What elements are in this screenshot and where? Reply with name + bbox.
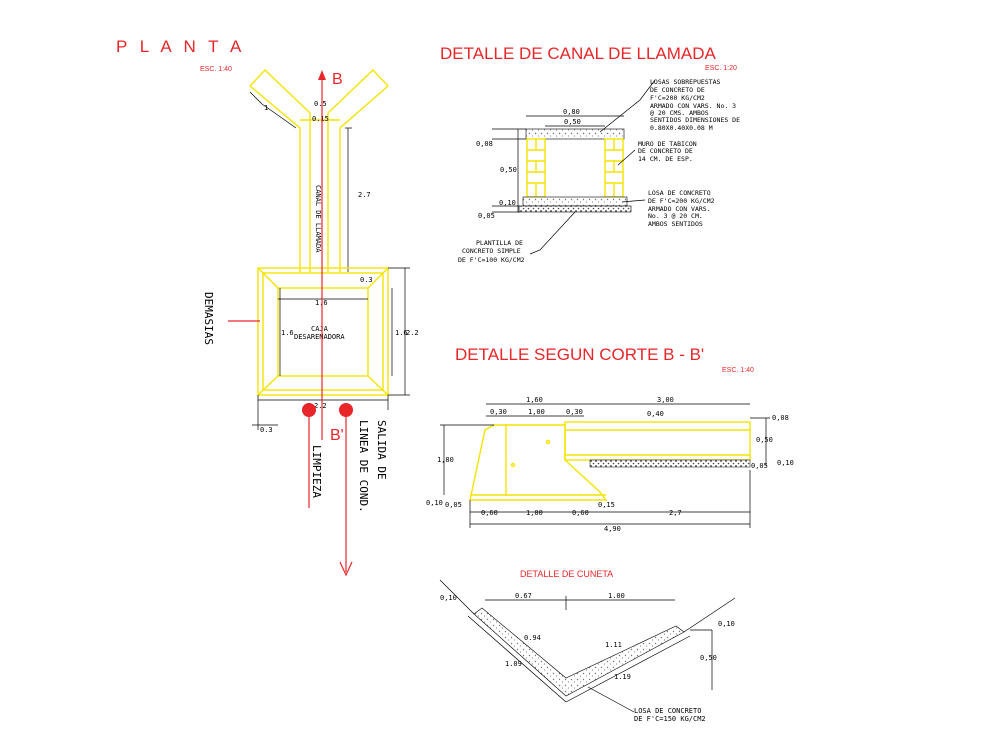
canal-dim-050-side: 0,50	[500, 166, 517, 174]
corte-dim-180: 1,80	[437, 456, 454, 464]
svg-text:MURO DE TABICON: MURO DE TABICON	[638, 140, 697, 148]
svg-text:PLANTILLA DE: PLANTILLA DE	[476, 239, 523, 247]
cuneta-drawing: 0,10 0.67 1.00 0.94 1.11 0,10 0,50 1.09 …	[439, 579, 736, 723]
svg-text:F'C=200 KG/CM2: F'C=200 KG/CM2	[650, 94, 705, 102]
svg-text:DE F'C=100 KG/CM2: DE F'C=100 KG/CM2	[458, 256, 525, 264]
planta-dim-015: 0.15	[312, 115, 329, 123]
note-losas: LOSAS SOBREPUESTAS DE CONCRETO DE F'C=20…	[650, 78, 740, 132]
svg-text:14 CM. DE ESP.: 14 CM. DE ESP.	[638, 155, 693, 163]
corte-dim-008: 0,08	[772, 414, 789, 422]
corte-dim-040: 0,40	[647, 410, 664, 418]
planta-dim-03-bottom: 0.3	[260, 426, 273, 434]
planta-dim-03-top: 0.3	[360, 276, 373, 284]
svg-text:LOSA DE CONCRETO: LOSA DE CONCRETO	[648, 189, 711, 197]
section-b-prime-label: B'	[330, 427, 344, 444]
corte-dim-100-b: 1,00	[526, 509, 543, 517]
canal-dim-080: 0,80	[563, 108, 580, 116]
cuneta-dim-094: 0.94	[524, 634, 541, 642]
cuneta-title: DETALLE DE CUNETA	[520, 569, 613, 579]
planta-dim-16-right: 1.6	[395, 329, 408, 337]
corte-dim-005: 0,05	[751, 462, 768, 470]
corte-dim-015: 0,15	[598, 501, 615, 509]
note-muro: MURO DE TABICON DE CONCRETO DE 14 CM. DE…	[638, 140, 697, 163]
corte-drawing: 1,60 3,00 0,30 1,00 0,30 0,40 0,08 0,50 …	[426, 396, 794, 533]
svg-text:@ 20 CMS. AMBOS: @ 20 CMS. AMBOS	[650, 109, 709, 117]
corte-dim-005-b: 0,05	[445, 501, 462, 509]
corte-title: DETALLE SEGUN CORTE B - B'	[455, 345, 704, 364]
caja-label-2: DESARENADORA	[294, 333, 345, 341]
corte-dim-010-a: 0,10	[777, 459, 794, 467]
canal-dim-050-top: 0,50	[564, 118, 581, 126]
svg-text:ARMADO CON VARS. No. 3: ARMADO CON VARS. No. 3	[650, 102, 736, 110]
svg-text:ARMADO CON VARS.: ARMADO CON VARS.	[648, 205, 711, 213]
cuneta-dim-010-b: 0,10	[718, 620, 735, 628]
demasias-label: DEMASIAS	[202, 292, 215, 345]
canal-dim-005: 0,05	[478, 212, 495, 220]
planta-drawing: 1 0.5 0.15 2.7 1.6 1.6 1.6 2.2 0.3 2.2 0…	[202, 69, 419, 577]
cuneta-note-2: DE F'C=150 KG/CM2	[634, 715, 706, 723]
cuneta-dim-119: 1.19	[614, 673, 631, 681]
note-losa: LOSA DE CONCRETO DE F'C=200 KG/CM2 ARMAD…	[648, 189, 715, 228]
planta-dim-1: 1	[264, 104, 268, 112]
planta-dim-05: 0.5	[314, 100, 327, 108]
corte-dim-050: 0,50	[756, 436, 773, 444]
planta-dim-16-left: 1.6	[281, 329, 294, 337]
salida-label-1: SALIDA DE	[375, 420, 388, 480]
svg-text:CONCRETO SIMPLE: CONCRETO SIMPLE	[462, 247, 521, 255]
corte-dim-27: 2,7	[669, 509, 682, 517]
svg-text:DE CONCRETO DE: DE CONCRETO DE	[650, 86, 705, 94]
planta-dim-16-top: 1.6	[315, 299, 328, 307]
cuneta-dim-109: 1.09	[505, 660, 522, 668]
corte-dim-100-a: 1,00	[528, 408, 545, 416]
planta-title: P L A N T A	[116, 37, 245, 56]
cuneta-dim-111: 1.11	[605, 641, 622, 649]
svg-text:DE CONCRETO DE: DE CONCRETO DE	[638, 147, 693, 155]
svg-text:No. 3 @ 20 CM.: No. 3 @ 20 CM.	[648, 212, 703, 220]
svg-text:DE F'C=200 KG/CM2: DE F'C=200 KG/CM2	[648, 197, 715, 205]
note-plantilla: PLANTILLA DE CONCRETO SIMPLE DE F'C=100 …	[458, 239, 525, 264]
planta-dim-22-bottom: 2.2	[314, 402, 327, 410]
canal-dim-010: 0,10	[499, 199, 516, 207]
corte-dim-030-a: 0,30	[490, 408, 507, 416]
svg-text:0.80X0.40X0.08 M: 0.80X0.40X0.08 M	[650, 124, 713, 132]
svg-text:LOSAS SOBREPUESTAS: LOSAS SOBREPUESTAS	[650, 78, 721, 86]
salida-label-2: LINEA DE COND.	[357, 420, 370, 513]
section-b-label: B	[332, 71, 343, 88]
corte-dim-060-a: 0,60	[481, 509, 498, 517]
caja-label-1: CAJA	[311, 325, 329, 333]
cuneta-dim-010-a: 0,10	[440, 594, 457, 602]
planta-scale: ESC. 1:40	[200, 66, 232, 73]
cuneta-dim-050: 0,50	[700, 654, 717, 662]
cuneta-note-1: LOSA DE CONCRETO	[634, 707, 701, 715]
corte-scale: ESC. 1:40	[722, 367, 754, 374]
planta-dim-27: 2.7	[358, 191, 371, 199]
corte-dim-010-b: 0,10	[426, 499, 443, 507]
planta-dim-22-right: 2.2	[406, 329, 419, 337]
canal-dim-008: 0,08	[476, 140, 493, 148]
svg-text:SENTIDOS DIMENSIONES DE: SENTIDOS DIMENSIONES DE	[650, 116, 740, 124]
limpieza-label: LIMPIEZA	[310, 445, 323, 498]
corte-dim-300: 3,00	[657, 396, 674, 404]
cuneta-dim-067: 0.67	[515, 592, 532, 600]
corte-dim-490: 4,90	[604, 525, 621, 533]
canal-drawing: 0,80 0,50 0,08 0,50 0,10 0,05 LOSAS SOBR…	[458, 78, 740, 264]
canal-title: DETALLE DE CANAL DE LLAMADA	[440, 44, 717, 63]
svg-text:AMBOS SENTIDOS: AMBOS SENTIDOS	[648, 220, 703, 228]
corte-dim-060-b: 0,60	[572, 509, 589, 517]
canal-vertical-label: CANAL DE LLAMADA	[314, 185, 322, 253]
corte-dim-160: 1,60	[526, 396, 543, 404]
cuneta-dim-100: 1.00	[608, 592, 625, 600]
corte-dim-030-b: 0,30	[566, 408, 583, 416]
canal-scale: ESC. 1:20	[705, 65, 737, 72]
